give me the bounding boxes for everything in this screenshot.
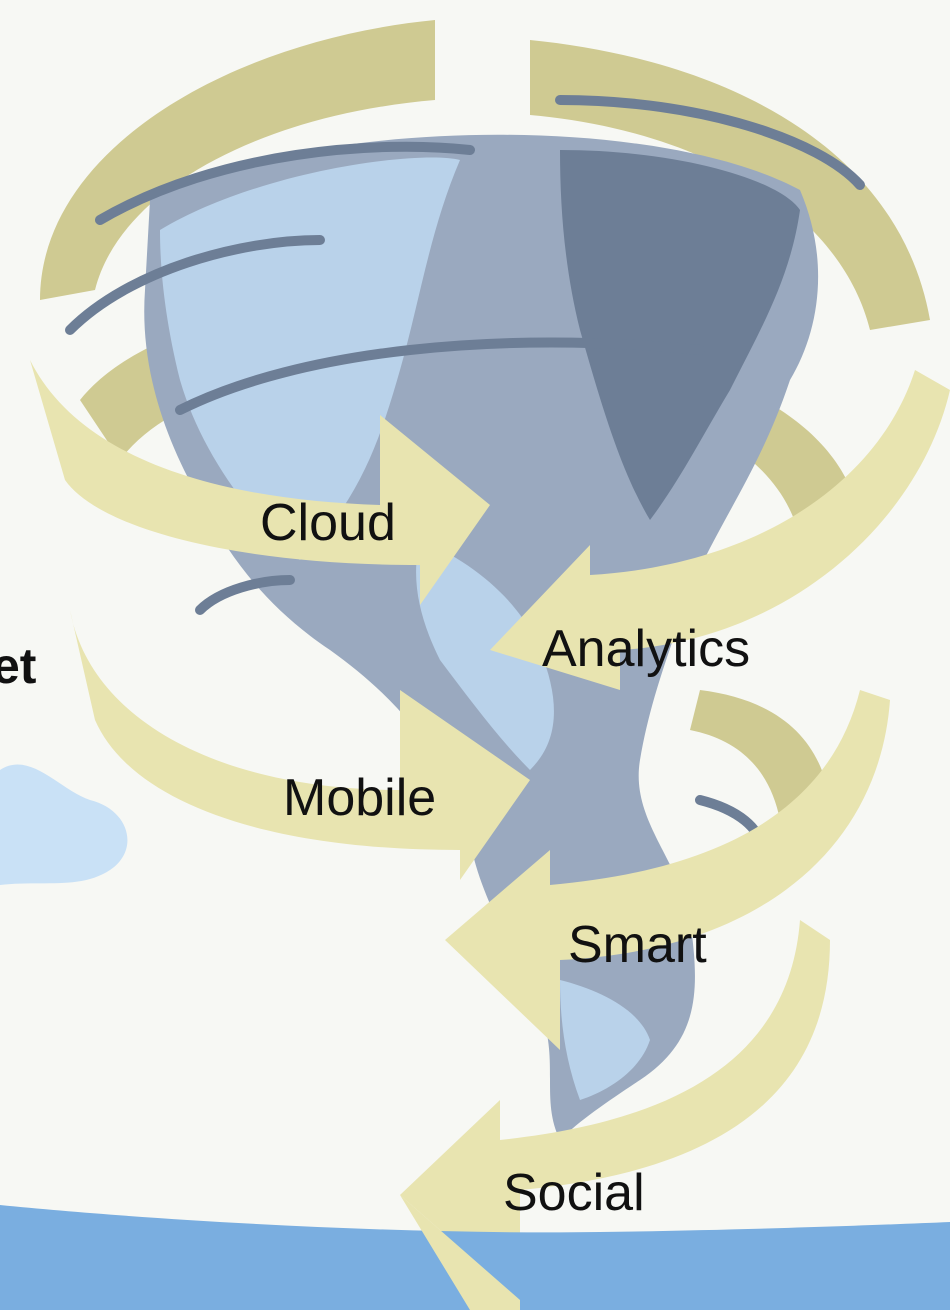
social-arrow [400,920,830,1300]
edge-text-fragment: et [0,638,37,694]
smart-label: Smart [568,916,707,974]
analytics-label: Analytics [542,620,750,678]
back-arc-top-right [530,40,930,330]
front-arrow-bands [30,360,950,1300]
analytics-arrow [490,370,950,690]
back-arc-right-2 [690,690,830,820]
mobile-arrow [70,610,530,880]
water-band [0,1205,950,1310]
social-arrow-tip [400,1195,520,1310]
puddle-shape [0,764,128,885]
cloud-arrow [30,360,490,605]
cloud-label: Cloud [260,494,396,552]
mobile-label: Mobile [283,769,436,827]
smart-arrow [445,690,890,1050]
back-arc-top-left [40,20,435,300]
social-label: Social [503,1164,645,1222]
